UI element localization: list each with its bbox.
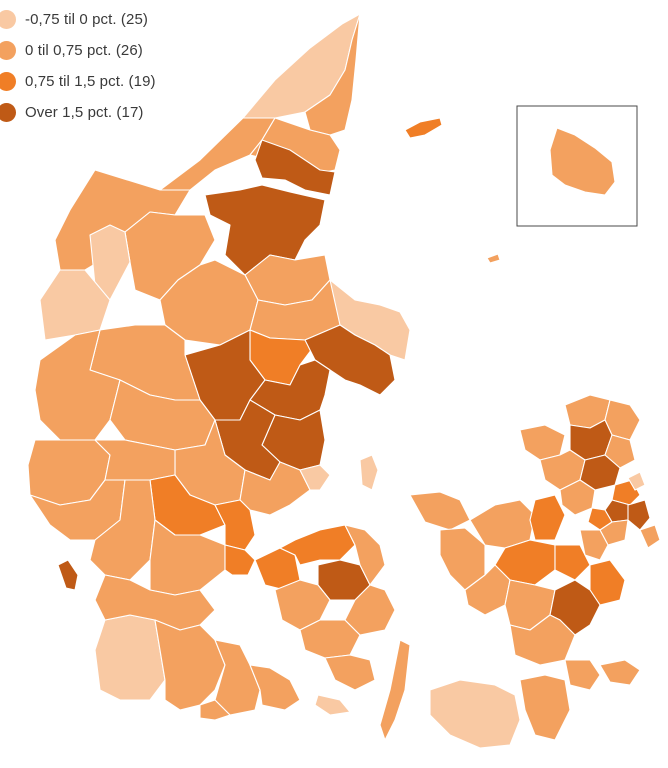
legend-label: Over 1,5 pct. (17) (25, 104, 144, 121)
legend-item: -0,75 til 0 pct. (25) (0, 4, 156, 35)
muni-hedensted (214, 499, 256, 551)
muni-laeso (404, 117, 443, 139)
muni-roskilde-west (529, 494, 566, 541)
muni-langeland (379, 639, 411, 741)
muni-aalborg (204, 184, 326, 276)
legend-swatch (0, 72, 16, 91)
muni-kerteminde (344, 524, 386, 586)
muni-odder (299, 464, 331, 491)
muni-mon (599, 659, 641, 686)
muni-falster-east (564, 659, 601, 691)
muni-jammerbugt (254, 139, 336, 196)
muni-odsherred (409, 491, 471, 531)
muni-vordingborg (509, 614, 576, 666)
legend-label: -0,75 til 0 pct. (25) (25, 11, 148, 28)
legend-item: 0 til 0,75 pct. (26) (0, 35, 156, 66)
muni-sonderborg (214, 639, 261, 716)
muni-guldborgsund (519, 674, 571, 741)
muni-anholt (486, 253, 501, 264)
muni-tarnby (639, 524, 661, 549)
muni-ringsted (554, 544, 591, 581)
muni-assens (274, 579, 331, 631)
muni-als-south (249, 664, 301, 711)
muni-greve (579, 529, 609, 561)
legend: -0,75 til 0 pct. (25) 0 til 0,75 pct. (2… (0, 4, 156, 128)
muni-aabenraa (154, 619, 226, 711)
muni-aero (314, 694, 351, 716)
muni-faaborg (299, 619, 361, 659)
muni-samso (359, 454, 379, 491)
muni-svendborg (324, 654, 376, 691)
legend-swatch (0, 41, 16, 60)
legend-item: 0,75 til 1,5 pct. (19) (0, 66, 156, 97)
muni-nordfyn (279, 524, 356, 566)
muni-halsnaes (519, 424, 566, 461)
muni-lolland (429, 679, 521, 749)
legend-label: 0 til 0,75 pct. (26) (25, 42, 143, 59)
legend-item: Over 1,5 pct. (17) (0, 97, 156, 128)
legend-swatch (0, 10, 16, 29)
muni-copenhagen (627, 499, 651, 531)
muni-bornholm (549, 127, 616, 196)
legend-swatch (0, 103, 16, 122)
muni-bjerring (199, 699, 231, 721)
muni-dragor (627, 471, 646, 491)
muni-fredericia (224, 544, 256, 576)
bornholm-inset-frame (516, 105, 638, 227)
legend-label: 0,75 til 1,5 pct. (19) (25, 73, 156, 90)
muni-kolding (149, 519, 226, 596)
muni-nyborg (344, 584, 396, 636)
muni-fano (57, 559, 79, 591)
muni-fredensborg (604, 434, 636, 469)
muni-tonder (94, 614, 166, 701)
